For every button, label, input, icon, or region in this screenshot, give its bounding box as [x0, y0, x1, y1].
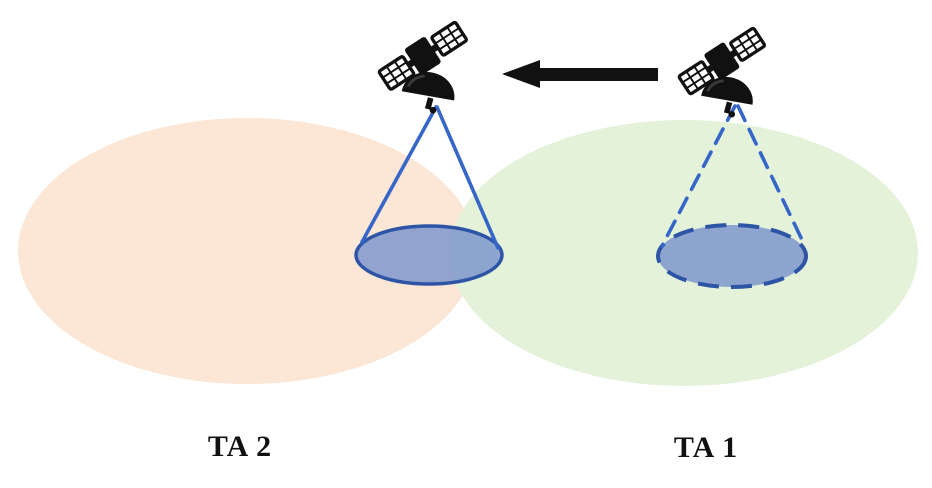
beam-line-right-dashed: [736, 104, 806, 246]
ta1-label: TA 1: [674, 431, 738, 464]
ta2-coverage-ellipse: [18, 118, 476, 384]
left-arrow-icon: [502, 60, 658, 88]
beam-line-right: [435, 105, 500, 250]
ta2-label: TA 2: [208, 430, 272, 463]
beam-line-left-dashed: [660, 104, 737, 248]
satellite-icon-left: [374, 16, 472, 116]
beam-line-left: [360, 105, 438, 244]
satellite-icon-right: [674, 22, 770, 120]
beam-cone-previous: [660, 104, 806, 248]
beam-footprint-previous: [656, 223, 808, 289]
beam-cone-current: [360, 105, 500, 250]
beam-footprint-current: [354, 224, 504, 286]
